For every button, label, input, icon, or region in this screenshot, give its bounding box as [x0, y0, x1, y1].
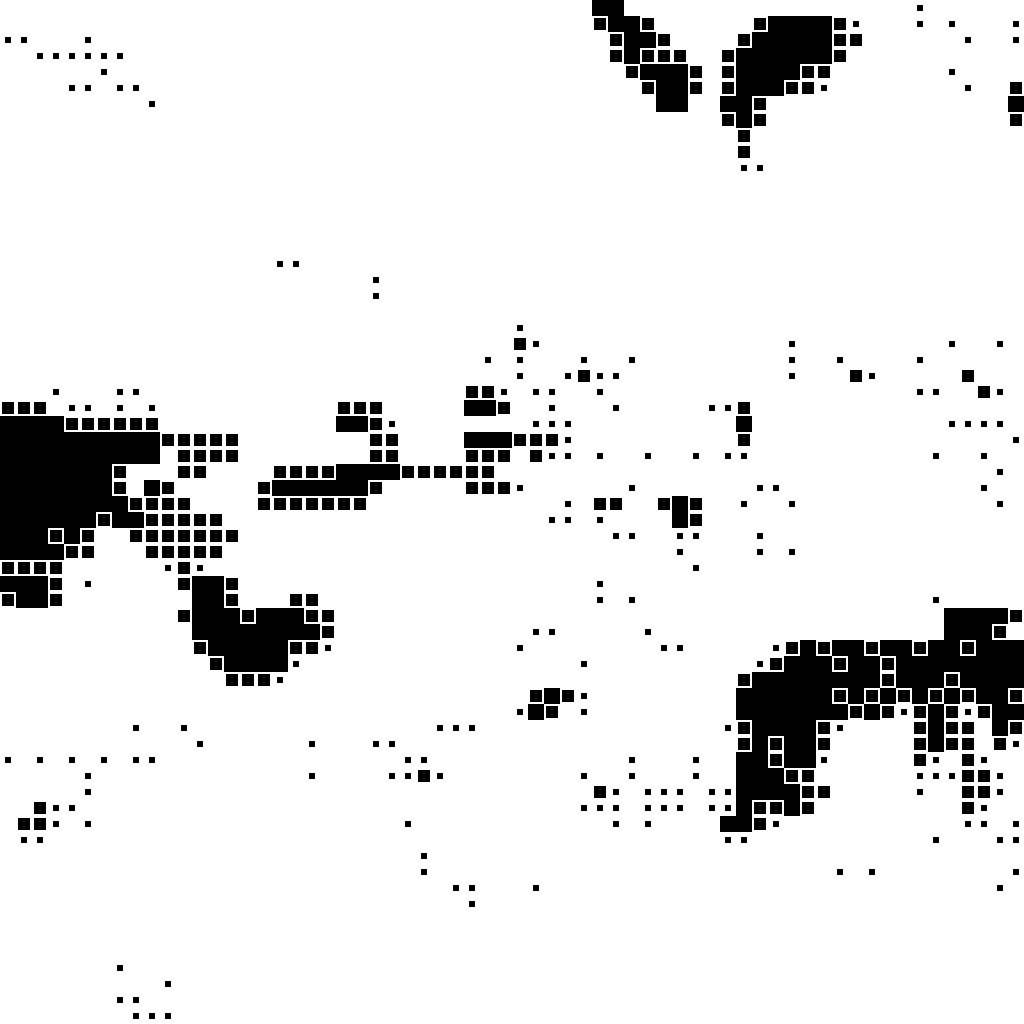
binary-cloud-mask-image — [0, 0, 1024, 1024]
bitmap-canvas — [0, 0, 1024, 1024]
